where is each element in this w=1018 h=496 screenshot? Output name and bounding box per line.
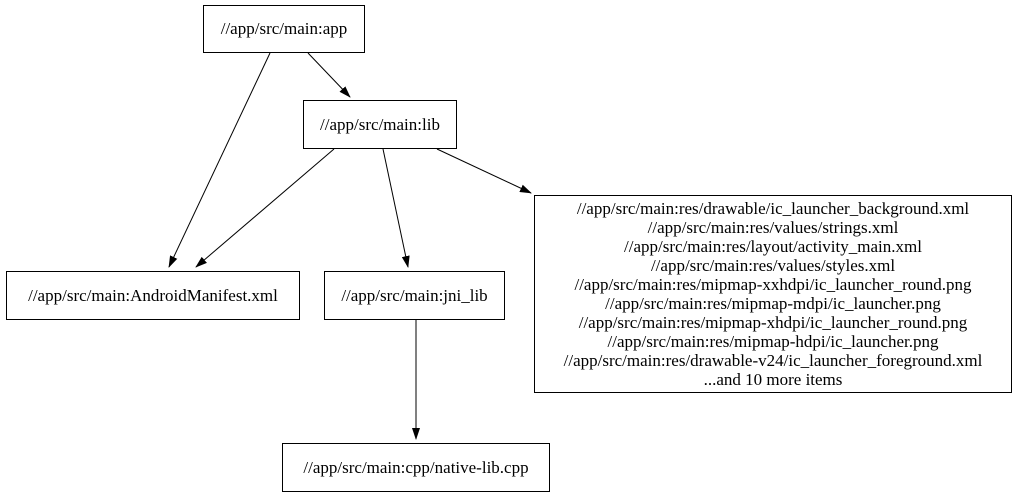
node-native-lib-cpp: //app/src/main:cpp/native-lib.cpp	[282, 443, 550, 492]
res-group-line: //app/src/main:res/values/styles.xml	[650, 256, 896, 275]
node-app: //app/src/main:app	[203, 5, 365, 53]
res-group-line: //app/src/main:res/layout/activity_main.…	[624, 237, 922, 256]
edge-lib-to-jni-lib	[382, 148, 410, 268]
node-android-manifest: //app/src/main:AndroidManifest.xml	[6, 271, 300, 320]
edge-app-to-manifest	[168, 52, 271, 268]
res-group-line: //app/src/main:res/mipmap-xhdpi/ic_launc…	[578, 313, 968, 332]
node-res-group: //app/src/main:res/drawable/ic_launcher_…	[534, 195, 1012, 393]
res-group-line: //app/src/main:res/drawable/ic_launcher_…	[576, 199, 970, 218]
edge-lib-to-res-group	[436, 148, 532, 194]
node-native-lib-cpp-label: //app/src/main:cpp/native-lib.cpp	[303, 457, 529, 477]
res-group-line: //app/src/main:res/mipmap-xxhdpi/ic_laun…	[574, 275, 972, 294]
edge-app-to-lib	[307, 52, 351, 98]
res-group-more-items: ...and 10 more items	[703, 370, 843, 389]
res-group-line: //app/src/main:res/mipmap-mdpi/ic_launch…	[605, 294, 941, 313]
node-lib-label: //app/src/main:lib	[320, 114, 440, 134]
res-group-line: //app/src/main:res/drawable-v24/ic_launc…	[563, 351, 983, 370]
node-app-label: //app/src/main:app	[220, 19, 348, 38]
node-lib: //app/src/main:lib	[303, 100, 457, 149]
node-jni-lib: //app/src/main:jni_lib	[324, 271, 505, 320]
node-android-manifest-label: //app/src/main:AndroidManifest.xml	[28, 285, 278, 305]
node-jni-lib-label: //app/src/main:jni_lib	[341, 285, 488, 305]
res-group-line: //app/src/main:res/mipmap-hdpi/ic_launch…	[607, 332, 939, 351]
edge-lib-to-manifest	[195, 148, 335, 268]
res-group-line: //app/src/main:res/values/strings.xml	[647, 218, 899, 237]
